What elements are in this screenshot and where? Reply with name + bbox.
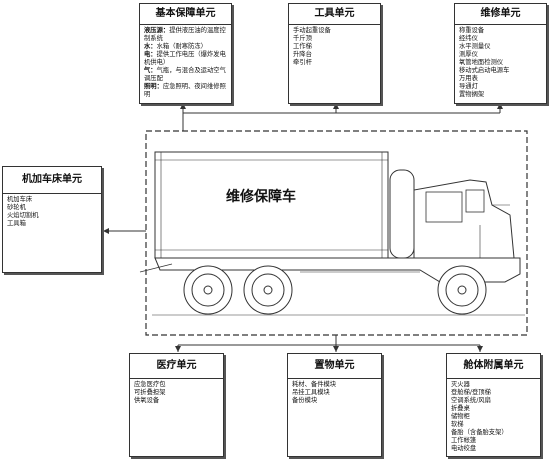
list-item: 千斤顶 [293, 35, 312, 42]
unit-basic-body: 液压源：提供液压油的温度控制系统 水：水箱（耐寒防冻） 电：提供工作电压（爆炸发… [140, 25, 231, 101]
unit-maintenance-title: 维修单元 [455, 4, 546, 25]
unit-cabin: 舱体附属单元 灭火器 登舱梯/登顶梯 空调系统/风扇 折叠桌 储物柜 软梯 备胎… [446, 353, 541, 457]
list-item: 吊挂工具模块 [292, 389, 330, 396]
bottom-connector [177, 335, 481, 352]
basic-line-3: 电：提供工作电压（爆炸发电机供电） [144, 51, 226, 66]
list-item: 移动式启动电源车 [459, 67, 510, 74]
list-item: 折叠桌 [451, 405, 470, 412]
unit-cabin-body: 灭火器 登舱梯/登顶梯 空调系统/风扇 折叠桌 储物柜 软梯 备胎（含备胎支架）… [447, 379, 540, 455]
cab-window-rear [465, 189, 485, 213]
arrow-basic [180, 103, 186, 109]
list-item: 工作梯 [293, 43, 312, 50]
unit-basic-title: 基本保障单元 [140, 4, 231, 25]
basic-line-5: 照明：应急照明、夜间维修照明 [144, 83, 226, 98]
basic-line-2: 水：水箱（耐寒防冻） [144, 43, 207, 50]
unit-cabin-title: 舱体附属单元 [447, 354, 540, 379]
truck-tank [389, 169, 415, 259]
top-connector [182, 103, 501, 131]
unit-medical-title: 医疗单元 [130, 354, 223, 379]
list-item: 备份模块 [292, 397, 318, 404]
list-item: 牵引杆 [293, 59, 312, 66]
truck-wheels [183, 265, 487, 315]
list-item: 登舱梯/登顶梯 [451, 389, 491, 396]
unit-machining-title: 机加车床单元 [3, 167, 101, 194]
basic-line-4: 气：气瓶，与混合及运动空气调压配 [144, 67, 226, 82]
unit-maintenance: 维修单元 称重设备 经纬仪 水平测量仪 测厚仪 氧管地面检测仪 移动式启动电源车… [454, 3, 547, 104]
cab-window [425, 191, 463, 223]
list-item: 氧管地面检测仪 [459, 59, 504, 66]
unit-storage-title: 置物单元 [288, 354, 381, 379]
list-item: 空调系统/风扇 [451, 397, 491, 404]
list-item: 储物柜 [451, 413, 470, 420]
truck-cab [413, 179, 515, 259]
list-item: 测厚仪 [459, 51, 478, 58]
list-item: 供氧设备 [134, 397, 160, 404]
list-item: 称重设备 [459, 27, 485, 34]
list-item: 灭火器 [451, 381, 470, 388]
unit-medical: 医疗单元 应急医疗包 可折叠担架 供氧设备 [129, 353, 224, 457]
list-item: 升降台 [293, 51, 312, 58]
list-item: 工作帐篷 [451, 437, 477, 444]
truck-container [154, 151, 389, 259]
list-item: 导通灯 [459, 83, 478, 90]
truck-drawing [139, 151, 525, 316]
list-item: 电动绞盘 [451, 445, 477, 452]
arrow-medical [175, 346, 181, 352]
unit-machining-body: 机加车床 砂轮机 火焰切割机 工具箱 [3, 194, 101, 230]
list-item: 应急医疗包 [134, 381, 166, 388]
arrow-cabin [477, 346, 483, 352]
list-item: 水平测量仪 [459, 43, 491, 50]
arrow-machining [103, 228, 109, 234]
unit-storage: 置物单元 耗材、备件模块 吊挂工具模块 备份模块 [287, 353, 382, 457]
truck-title: 维修保障车 [226, 189, 296, 205]
list-item: 可折叠担架 [134, 389, 166, 396]
unit-tools-title: 工具单元 [289, 4, 380, 25]
unit-medical-body: 应急医疗包 可折叠担架 供氧设备 [130, 379, 223, 407]
arrow-storage [333, 346, 339, 352]
list-item: 工具箱 [7, 220, 26, 227]
list-item: 软梯 [451, 421, 464, 428]
unit-basic: 基本保障单元 液压源：提供液压油的温度控制系统 水：水箱（耐寒防冻） 电：提供工… [139, 3, 232, 104]
arrow-maintenance [497, 103, 503, 109]
list-item: 机加车床 [7, 196, 33, 203]
list-item: 耗材、备件模块 [292, 381, 337, 388]
list-item: 置物搁架 [459, 91, 485, 98]
list-item: 备胎（含备胎支架） [451, 429, 508, 436]
arrow-tools [333, 103, 339, 109]
list-item: 火焰切割机 [7, 212, 39, 219]
basic-line-1: 液压源：提供液压油的温度控制系统 [144, 27, 226, 42]
unit-machining: 机加车床单元 机加车床 砂轮机 火焰切割机 工具箱 [2, 166, 102, 273]
unit-tools: 工具单元 手动起重设备 千斤顶 工作梯 升降台 牵引杆 [288, 3, 381, 104]
unit-tools-body: 手动起重设备 千斤顶 工作梯 升降台 牵引杆 [289, 25, 380, 69]
unit-maintenance-body: 称重设备 经纬仪 水平测量仪 测厚仪 氧管地面检测仪 移动式启动电源车 万用表 … [455, 25, 546, 101]
list-item: 砂轮机 [7, 204, 26, 211]
list-item: 经纬仪 [459, 35, 478, 42]
list-item: 手动起重设备 [293, 27, 331, 34]
list-item: 万用表 [459, 75, 478, 82]
unit-storage-body: 耗材、备件模块 吊挂工具模块 备份模块 [288, 379, 381, 407]
